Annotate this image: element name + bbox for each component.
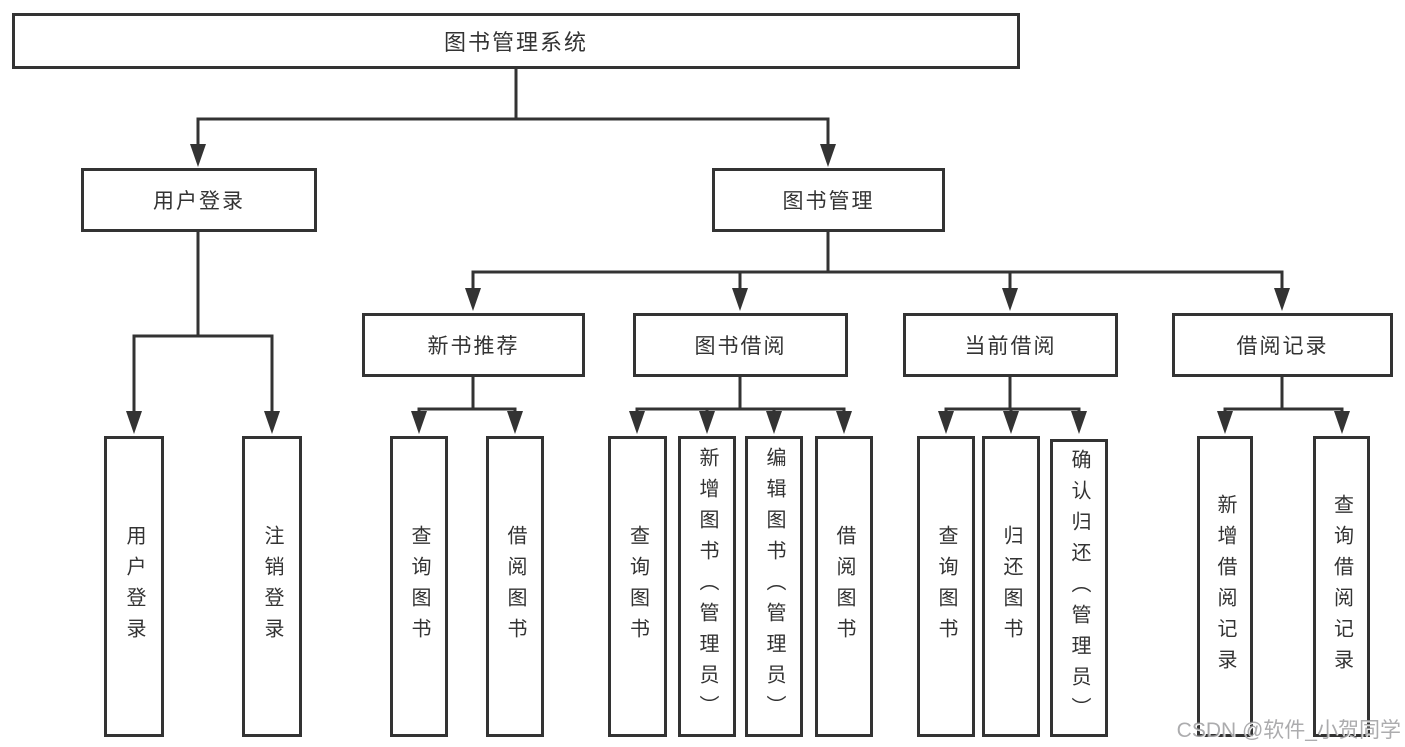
node-label: 查询图书 (408, 524, 430, 649)
leaf-bookborrow-query-books: 查询图书 (608, 436, 667, 737)
node-new-book-recommend: 新书推荐 (362, 313, 585, 377)
csdn-watermark: CSDN @软件_小贺同学 (1176, 719, 1401, 742)
node-label: 用户登录 (153, 190, 245, 213)
node-label: 用户登录 (123, 524, 145, 649)
node-label: 查询图书 (935, 524, 957, 649)
node-book-borrow: 图书借阅 (633, 313, 848, 377)
node-label: 注销登录 (261, 524, 283, 649)
node-user-login-branch: 用户登录 (81, 168, 317, 232)
node-label: 确认归还（管理员） (1068, 448, 1090, 728)
node-book-management-branch: 图书管理 (712, 168, 945, 232)
connector-bookborrow-to-leaves (635, 377, 846, 418)
node-label: 借阅图书 (504, 524, 526, 649)
leaf-newbookrec-query-books: 查询图书 (390, 436, 448, 737)
connector-root-to-level2 (196, 68, 830, 150)
leaf-bookborrow-borrow-books: 借阅图书 (815, 436, 873, 737)
node-label: 当前借阅 (964, 335, 1057, 358)
node-label: 新增借阅记录 (1214, 493, 1236, 680)
leaf-currentborrow-confirm-return-admin: 确认归还（管理员） (1050, 439, 1108, 737)
leaf-bookborrow-add-books-admin: 新增图书（管理员） (678, 436, 736, 737)
node-label: 图书借阅 (694, 335, 787, 358)
arrowheads (126, 144, 1350, 434)
connector-newbookrec-to-leaves (417, 377, 517, 418)
leaf-currentborrow-query-books: 查询图书 (917, 436, 975, 737)
node-label: 图书管理 (782, 190, 875, 213)
leaf-bookborrow-edit-books-admin: 编辑图书（管理员） (745, 436, 803, 737)
leaf-records-query-borrow-record: 查询借阅记录 (1313, 436, 1370, 737)
node-current-borrow: 当前借阅 (903, 313, 1118, 377)
node-label: 查询图书 (626, 524, 649, 649)
node-label: 编辑图书（管理员） (763, 447, 785, 726)
leaf-currentborrow-return-books: 归还图书 (982, 436, 1040, 737)
node-label: 借阅图书 (833, 524, 855, 649)
leaf-user-login: 用户登录 (104, 436, 164, 737)
node-label: 查询借阅记录 (1330, 493, 1353, 680)
node-library-management-system: 图书管理系统 (12, 13, 1020, 69)
node-label: 新书推荐 (427, 335, 520, 358)
node-label: 新增图书（管理员） (696, 447, 718, 726)
connector-borrowrecords-to-leaves (1223, 377, 1344, 418)
leaf-newbookrec-borrow-books: 借阅图书 (486, 436, 544, 737)
connector-userlogin-to-leaves (132, 232, 274, 418)
node-label: 图书管理系统 (443, 30, 588, 55)
leaf-logout: 注销登录 (242, 436, 302, 737)
node-label: 借阅记录 (1236, 335, 1329, 358)
node-borrow-records: 借阅记录 (1172, 313, 1393, 377)
connector-bookmgmt-to-modules (471, 232, 1284, 295)
leaf-records-add-borrow-record: 新增借阅记录 (1197, 436, 1253, 737)
node-label: 归还图书 (1000, 524, 1022, 649)
